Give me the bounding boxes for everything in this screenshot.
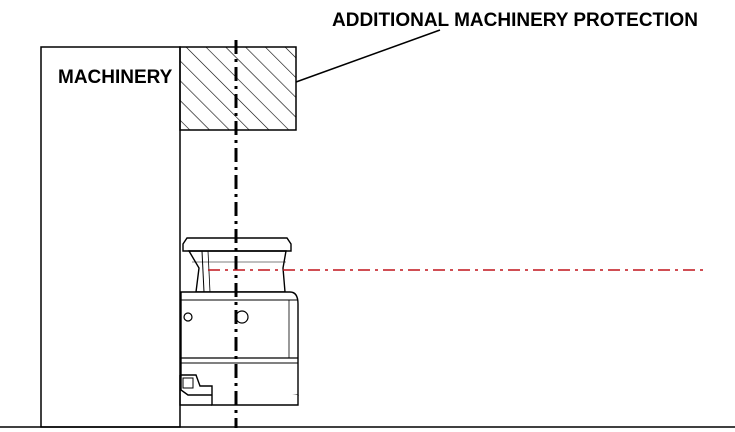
scanner-screw-left [183, 312, 193, 322]
protection-label: ADDITIONAL MACHINERY PROTECTION [332, 10, 698, 31]
laser-scanner [179, 237, 299, 406]
scanner-screw-center [235, 310, 249, 324]
additional-protection-guard [179, 46, 297, 131]
machinery-label: MACHINERY [58, 67, 173, 88]
scanner-top-cap [182, 237, 292, 252]
scanner-connector [180, 374, 299, 406]
protection-leader-line [295, 29, 441, 83]
machinery-block [40, 46, 181, 428]
